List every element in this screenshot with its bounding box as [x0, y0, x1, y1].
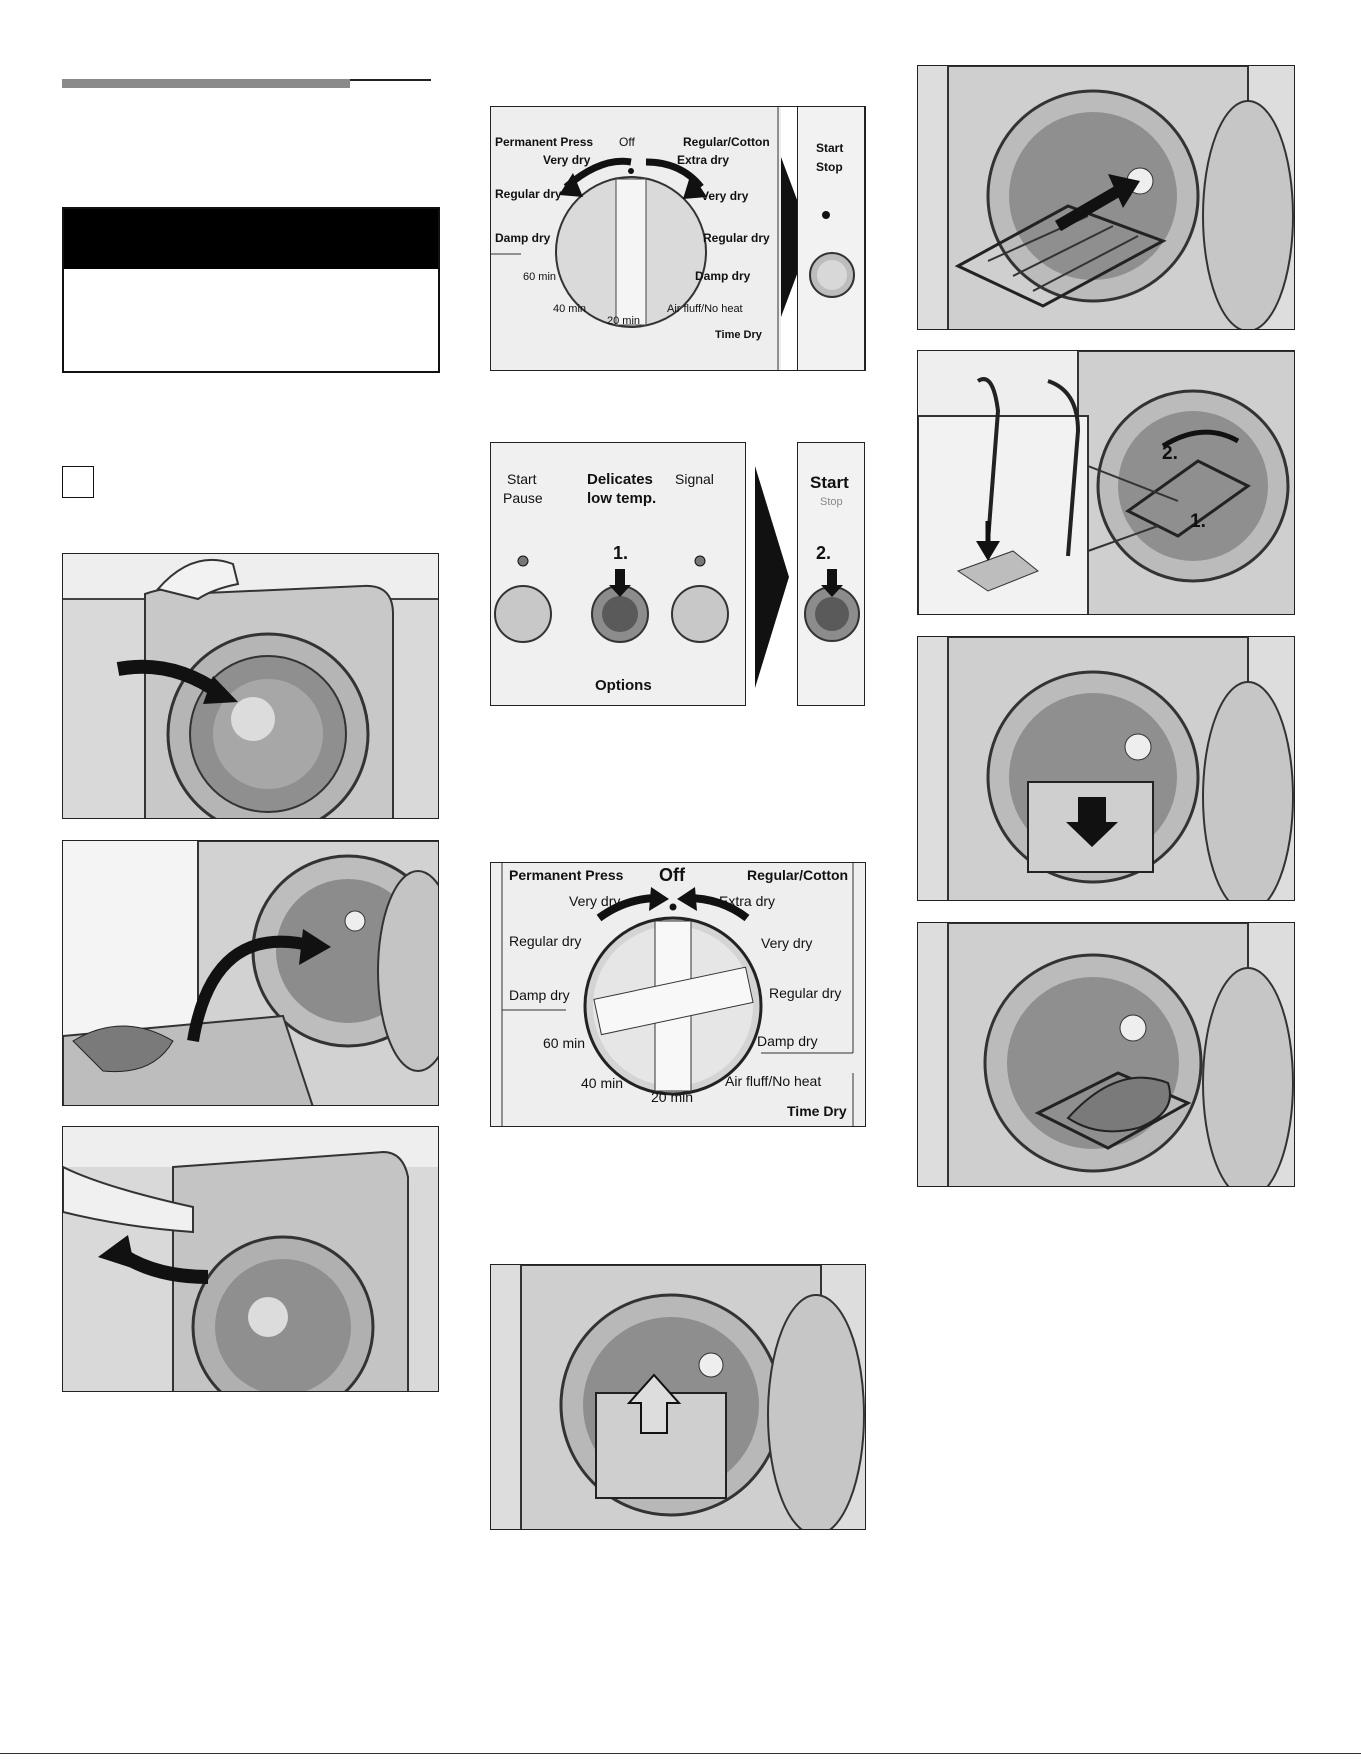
arrow-icon [1054, 185, 1122, 232]
dial-label-permanent-press: Permanent Press [495, 135, 594, 149]
dryer-filter-down-drawing [918, 637, 1294, 900]
signal-label: Signal [675, 471, 714, 487]
shoe-icon [1066, 1076, 1171, 1133]
drying-rack-icon [954, 204, 1167, 308]
dial-label-very-dry-right: Very dry [761, 935, 813, 951]
arrow-icon [187, 935, 315, 1042]
dial-label-60-min: 60 min [543, 1035, 586, 1051]
arrow-right-icon [781, 157, 811, 317]
dial-label-regular-cotton: Regular/Cotton [683, 135, 770, 149]
illustration-open-door [62, 553, 439, 819]
header-rule-accent [62, 79, 350, 88]
dial-label-regular-dry-right: Regular dry [703, 231, 770, 245]
control-dial-panel-detail: Permanent Press Off Regular/Cotton Very … [490, 862, 866, 1127]
hand-icon [63, 1165, 194, 1234]
step-2-label: 2. [816, 543, 832, 563]
dial-label-very-dry-left: Very dry [569, 893, 621, 909]
dial-label-off: Off [659, 865, 685, 885]
dial-label-very-dry-left: Very dry [543, 153, 591, 167]
options-panel: Start Pause Delicates low temp. Signal 1… [490, 442, 746, 706]
dial-label-time-dry: Time Dry [787, 1103, 847, 1119]
drying-rack-icon [1125, 459, 1251, 538]
step-1-label: 1. [1190, 511, 1206, 532]
start-pause-button [494, 585, 552, 643]
start-stop-panel: Start Stop [797, 106, 865, 371]
hand-icon [156, 558, 240, 601]
illustration-load-laundry [62, 840, 439, 1106]
program-dial-detail-drawing [491, 863, 865, 1126]
options-label: Options [595, 677, 652, 694]
step-1-label: 1. [613, 543, 629, 563]
dial-label-time-dry: Time Dry [715, 329, 762, 341]
delicates-label-2: low temp. [587, 490, 657, 507]
illustration-insert-rack [917, 65, 1295, 330]
dial-label-20-min: 20 min [651, 1089, 694, 1105]
dial-label-regular-dry-right: Regular dry [769, 985, 842, 1001]
dryer-close-door-drawing [63, 1127, 438, 1391]
start-label: Start [810, 473, 849, 492]
signal-led-icon [694, 555, 706, 567]
illustration-filter-down [917, 636, 1295, 901]
start-label: Start [816, 141, 844, 155]
step-checkbox [62, 466, 94, 498]
dial-label-extra-dry: Extra dry [719, 893, 776, 909]
drying-rack-icon [1034, 1071, 1192, 1150]
start-pause-label-1: Start [507, 471, 537, 487]
dial-label-off: Off [619, 135, 635, 149]
illustration-remove-filter [490, 1264, 866, 1530]
arrow-curve-icon [1161, 429, 1240, 449]
indicator-light-icon [822, 211, 830, 219]
dial-label-damp-dry-left: Damp dry [495, 231, 551, 245]
dial-label-20-min: 20 min [607, 315, 641, 327]
dial-label-40-min: 40 min [581, 1075, 624, 1091]
signal-button [671, 585, 729, 643]
dial-label-60-min: 60 min [523, 271, 557, 283]
dryer-rack-install-drawing [918, 351, 1294, 614]
dial-label-air-fluff: Air fluff/No heat [667, 303, 743, 315]
arrow-down-icon [1066, 797, 1118, 847]
arrow-up-icon [626, 1373, 682, 1434]
illustration-rack-with-shoe [917, 922, 1295, 1187]
start-pause-label-2: Pause [503, 490, 543, 506]
dial-label-air-fluff: Air fluff/No heat [725, 1073, 822, 1089]
dial-label-damp-dry-right: Damp dry [695, 269, 751, 283]
dial-label-very-dry-right: Very dry [701, 189, 749, 203]
warning-box-header [64, 209, 438, 269]
start-pause-led-icon [517, 555, 529, 567]
delicates-label-1: Delicates [587, 471, 653, 488]
dryer-insert-rack-drawing [918, 66, 1294, 329]
stop-label: Stop [816, 160, 843, 174]
dryer-filter-drawing [491, 1265, 865, 1529]
illustration-close-door [62, 1126, 439, 1392]
start-stop-panel-2: Start Stop 2. [797, 442, 865, 706]
illustration-rack-install: 2. 1. [917, 350, 1295, 615]
dryer-open-door-drawing [63, 554, 438, 818]
dial-label-damp-dry-right: Damp dry [757, 1033, 818, 1049]
dial-label-regular-dry-left: Regular dry [495, 187, 562, 201]
dial-label-permanent-press: Permanent Press [509, 867, 624, 883]
dial-label-regular-dry-left: Regular dry [509, 933, 582, 949]
dial-label-extra-dry: Extra dry [677, 153, 730, 167]
arrow-right-icon [755, 466, 789, 688]
dial-label-damp-dry-left: Damp dry [509, 987, 570, 1003]
stop-label: Stop [820, 496, 843, 508]
dial-label-40-min: 40 min [553, 303, 587, 315]
press-arrow-icon [821, 569, 843, 597]
footer-rule [0, 1753, 1361, 1754]
warning-box [62, 207, 440, 373]
dial-label-regular-cotton: Regular/Cotton [747, 867, 849, 883]
step-2-label: 2. [1162, 443, 1178, 464]
dryer-load-laundry-drawing [63, 841, 438, 1105]
press-arrow-icon [609, 569, 631, 597]
dryer-rack-shoe-drawing [918, 923, 1294, 1186]
